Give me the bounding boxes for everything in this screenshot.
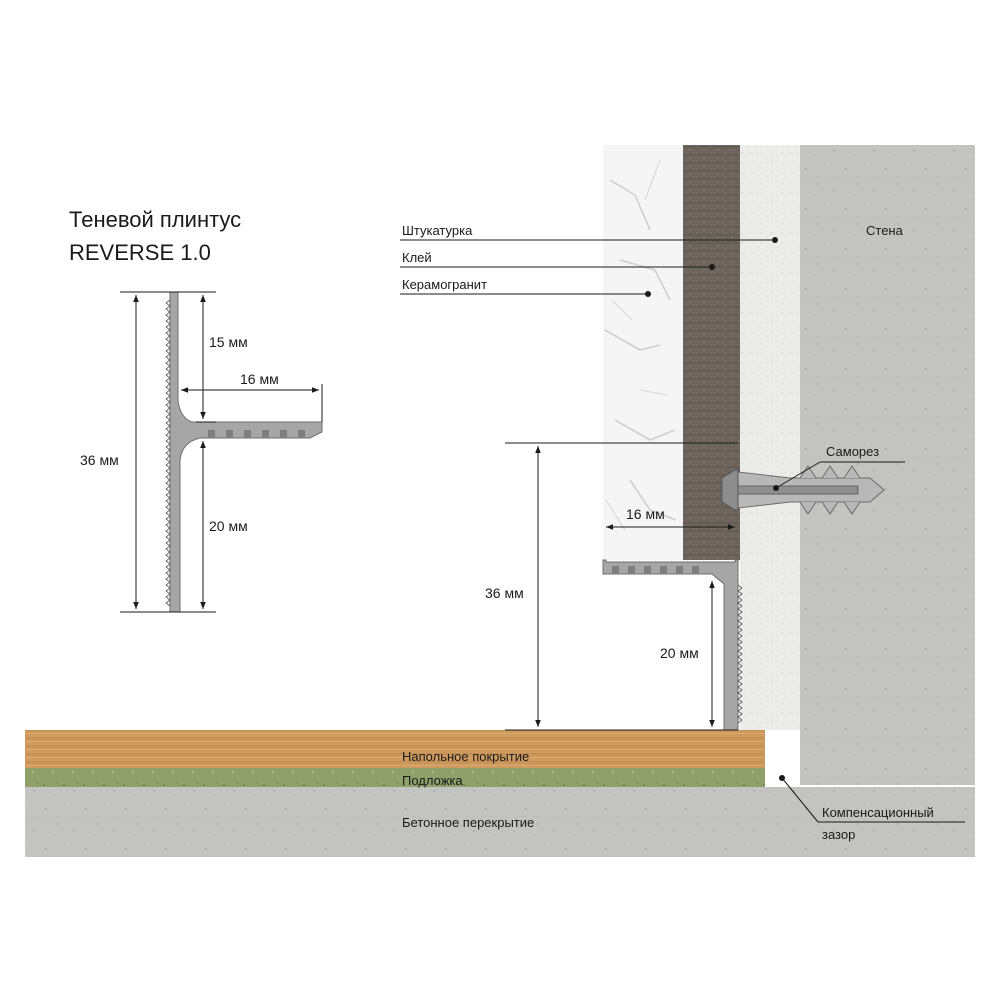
profile-total-label: 36 мм bbox=[80, 452, 119, 468]
gap-label-line2: зазор bbox=[822, 827, 855, 842]
screw-label: Саморез bbox=[826, 444, 879, 459]
callout-lines bbox=[400, 239, 965, 823]
title-line1: Теневой плинтус bbox=[69, 207, 241, 232]
underlay-label: Подложка bbox=[402, 773, 463, 788]
title-line2: REVERSE 1.0 bbox=[69, 240, 211, 265]
profile-bottom-label: 20 мм bbox=[209, 518, 248, 534]
install-width-label: 16 мм bbox=[626, 506, 665, 522]
slab-label: Бетонное перекрытие bbox=[402, 815, 534, 830]
callout-dots bbox=[645, 237, 785, 781]
wall-label: Стена bbox=[866, 223, 904, 238]
profile-section bbox=[165, 291, 323, 613]
floor-covering-label: Напольное покрытие bbox=[402, 749, 529, 764]
profile-dimensions bbox=[120, 291, 323, 613]
install-dimensions bbox=[505, 442, 738, 731]
glue-label: Клей bbox=[402, 250, 432, 265]
install-total-label: 36 мм bbox=[485, 585, 524, 601]
plaster-label: Штукатурка bbox=[402, 223, 473, 238]
underlay-layer bbox=[25, 768, 765, 787]
screw-dowel bbox=[721, 465, 885, 515]
profile-top-label: 15 мм bbox=[209, 334, 248, 350]
wall-concrete bbox=[800, 145, 975, 785]
floor-slab bbox=[25, 787, 975, 857]
plaster-layer bbox=[740, 145, 800, 730]
floor-covering bbox=[25, 730, 765, 768]
gap-label-line1: Компенсационный bbox=[822, 805, 934, 820]
tile-label: Керамогранит bbox=[402, 277, 487, 292]
tile-layer bbox=[603, 145, 683, 560]
profile-width-label: 16 мм bbox=[240, 371, 279, 387]
installed-profile bbox=[602, 559, 743, 731]
install-bottom-label: 20 мм bbox=[660, 645, 699, 661]
